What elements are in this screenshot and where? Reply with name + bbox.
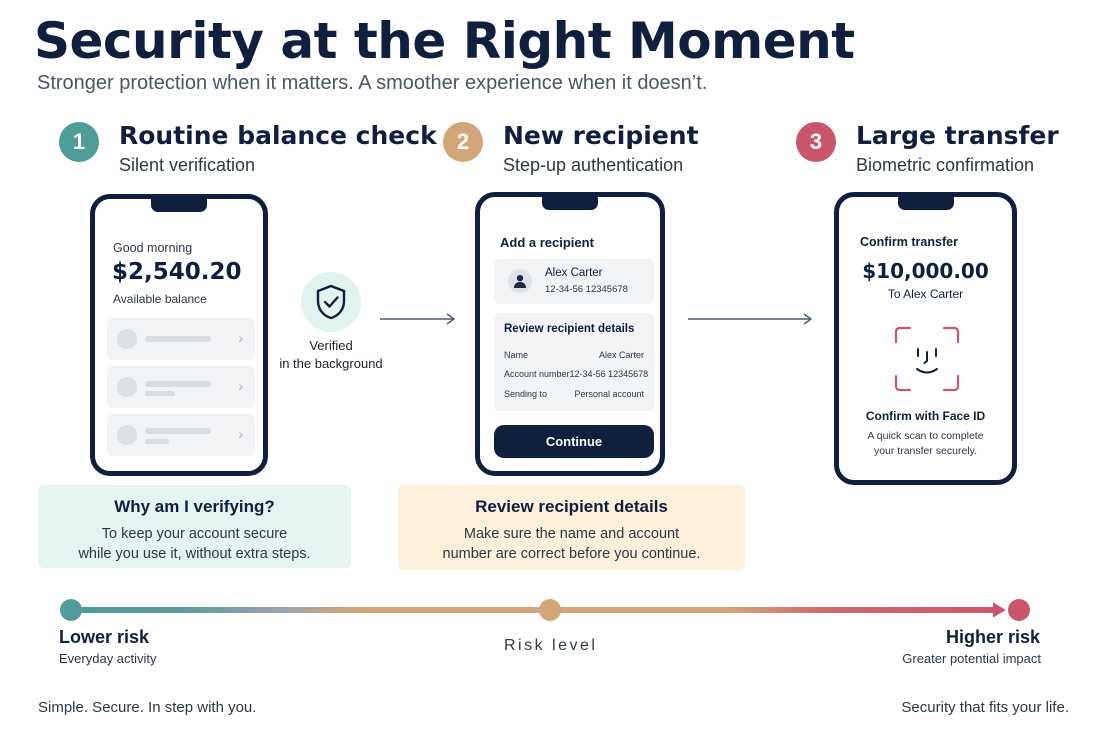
phone-balance-check: Good morning $2,540.20 Available balance…: [90, 194, 268, 476]
detail-value: 12-34-56 12345678: [569, 369, 649, 379]
step-1-title: Routine balance check: [119, 121, 437, 150]
risk-scale: [60, 599, 1030, 621]
step-1-header: 1 Routine balance check Silent verificat…: [59, 121, 437, 176]
phone-large-transfer: Confirm transfer $10,000.00 To Alex Cart…: [834, 192, 1017, 485]
footer-right-tagline: Security that fits your life.: [901, 699, 1069, 716]
detail-key: Sending to: [504, 389, 548, 399]
placeholder-avatar: [117, 329, 137, 349]
flow-arrow-right: [380, 313, 456, 325]
callout-line: while you use it, without extra steps.: [78, 546, 311, 562]
user-icon: [508, 269, 532, 293]
recipient-card[interactable]: Alex Carter 12-34-56 12345678: [494, 259, 654, 304]
step-3-subtitle: Biometric confirmation: [856, 155, 1035, 175]
face-id-confirm-label: Confirm with Face ID: [865, 409, 986, 423]
step-1-subtitle: Silent verification: [119, 155, 256, 175]
phone-notch: [542, 196, 598, 210]
risk-low-sub: Everyday activity: [59, 651, 157, 666]
confirm-transfer-heading: Confirm transfer: [860, 235, 958, 249]
add-recipient-heading: Add a recipient: [500, 235, 594, 250]
step-3-title: Large transfer: [856, 121, 1059, 150]
detail-value: Personal account: [574, 389, 644, 399]
callout-line: To keep your account secure: [101, 526, 288, 542]
phone-notch: [897, 196, 954, 210]
callout-why-verifying: Why am I verifying? To keep your account…: [38, 485, 351, 568]
risk-mid-label: Risk level: [504, 637, 598, 654]
step-2-subtitle: Step-up authentication: [503, 155, 684, 175]
details-title: Review recipient details: [504, 323, 635, 335]
chevron-right-icon: ›: [238, 378, 243, 394]
placeholder-avatar: [117, 425, 137, 445]
detail-key: Name: [504, 350, 529, 360]
detail-key: Account number: [504, 369, 570, 379]
phone-notch: [151, 198, 207, 212]
detail-row: Account number 12-34-56 12345678: [504, 369, 648, 379]
placeholder-line: [145, 336, 211, 342]
step-2-header: 2 New recipient Step-up authentication: [443, 121, 699, 176]
scan-line-2: your transfer securely.: [873, 445, 978, 457]
risk-high-marker: [1008, 599, 1030, 621]
placeholder-line: [145, 381, 211, 387]
page-title: Security at the Right Moment: [34, 12, 855, 70]
footer-left-tagline: Simple. Secure. In step with you.: [38, 699, 257, 716]
callout-title: Review recipient details: [475, 497, 668, 516]
step-3-header: 3 Large transfer Biometric confirmation: [796, 121, 1059, 176]
risk-high-label: Higher risk: [945, 627, 1040, 647]
face-id-icon[interactable]: [894, 326, 960, 392]
list-item[interactable]: ›: [107, 318, 255, 360]
placeholder-line: [145, 428, 211, 434]
flow-arrow-right: [688, 313, 813, 325]
detail-row: Sending to Personal account: [504, 389, 644, 399]
greeting-text: Good morning: [113, 241, 193, 255]
detail-value: Alex Carter: [598, 350, 644, 360]
risk-mid-marker: [539, 599, 561, 621]
step-2-number: 2: [443, 122, 483, 162]
transfer-recipient: To Alex Carter: [887, 287, 964, 301]
placeholder-line: [145, 391, 175, 396]
transfer-amount: $10,000.00: [862, 259, 989, 283]
step-3-number: 3: [796, 122, 836, 162]
list-item[interactable]: ›: [107, 366, 255, 408]
callout-review-details: Review recipient details Make sure the n…: [398, 485, 745, 570]
risk-low-marker: [60, 599, 82, 621]
step-1-number: 1: [59, 122, 99, 162]
detail-row: Name Alex Carter: [504, 350, 644, 360]
list-item[interactable]: ›: [107, 414, 255, 456]
chevron-right-icon: ›: [238, 426, 243, 442]
recipient-details-card: Review recipient details Name Alex Carte…: [494, 313, 654, 411]
verified-line-1: Verified: [309, 338, 353, 353]
callout-body: To keep your account secure while you us…: [38, 524, 351, 564]
placeholder-avatar: [117, 377, 137, 397]
recipient-name: Alex Carter: [545, 267, 603, 279]
step-2-title: New recipient: [503, 121, 699, 150]
scan-line-1: A quick scan to complete: [867, 430, 984, 442]
placeholder-line: [145, 439, 169, 444]
callout-line: number are correct before you continue.: [442, 546, 701, 562]
continue-button[interactable]: Continue: [494, 425, 654, 458]
risk-high-sub: Greater potential impact: [902, 651, 1041, 666]
balance-amount: $2,540.20: [112, 259, 242, 285]
risk-low-label: Lower risk: [59, 627, 150, 647]
verified-line-2: in the background: [279, 356, 383, 371]
chevron-right-icon: ›: [238, 330, 243, 346]
callout-title: Why am I verifying?: [114, 497, 275, 516]
face-id-description: A quick scan to complete your transfer s…: [839, 429, 1012, 459]
page-subtitle: Stronger protection when it matters. A s…: [37, 72, 708, 94]
callout-line: Make sure the name and account: [463, 526, 680, 542]
verified-caption: Verified in the background: [266, 337, 396, 373]
callout-body: Make sure the name and account number ar…: [398, 524, 745, 564]
recipient-account: 12-34-56 12345678: [545, 284, 628, 295]
risk-track: [71, 607, 1001, 613]
shield-check-icon: [301, 272, 361, 332]
risk-arrow-head: [993, 602, 1006, 618]
balance-label: Available balance: [113, 292, 207, 306]
phone-new-recipient: Add a recipient Alex Carter 12-34-56 123…: [475, 192, 665, 476]
